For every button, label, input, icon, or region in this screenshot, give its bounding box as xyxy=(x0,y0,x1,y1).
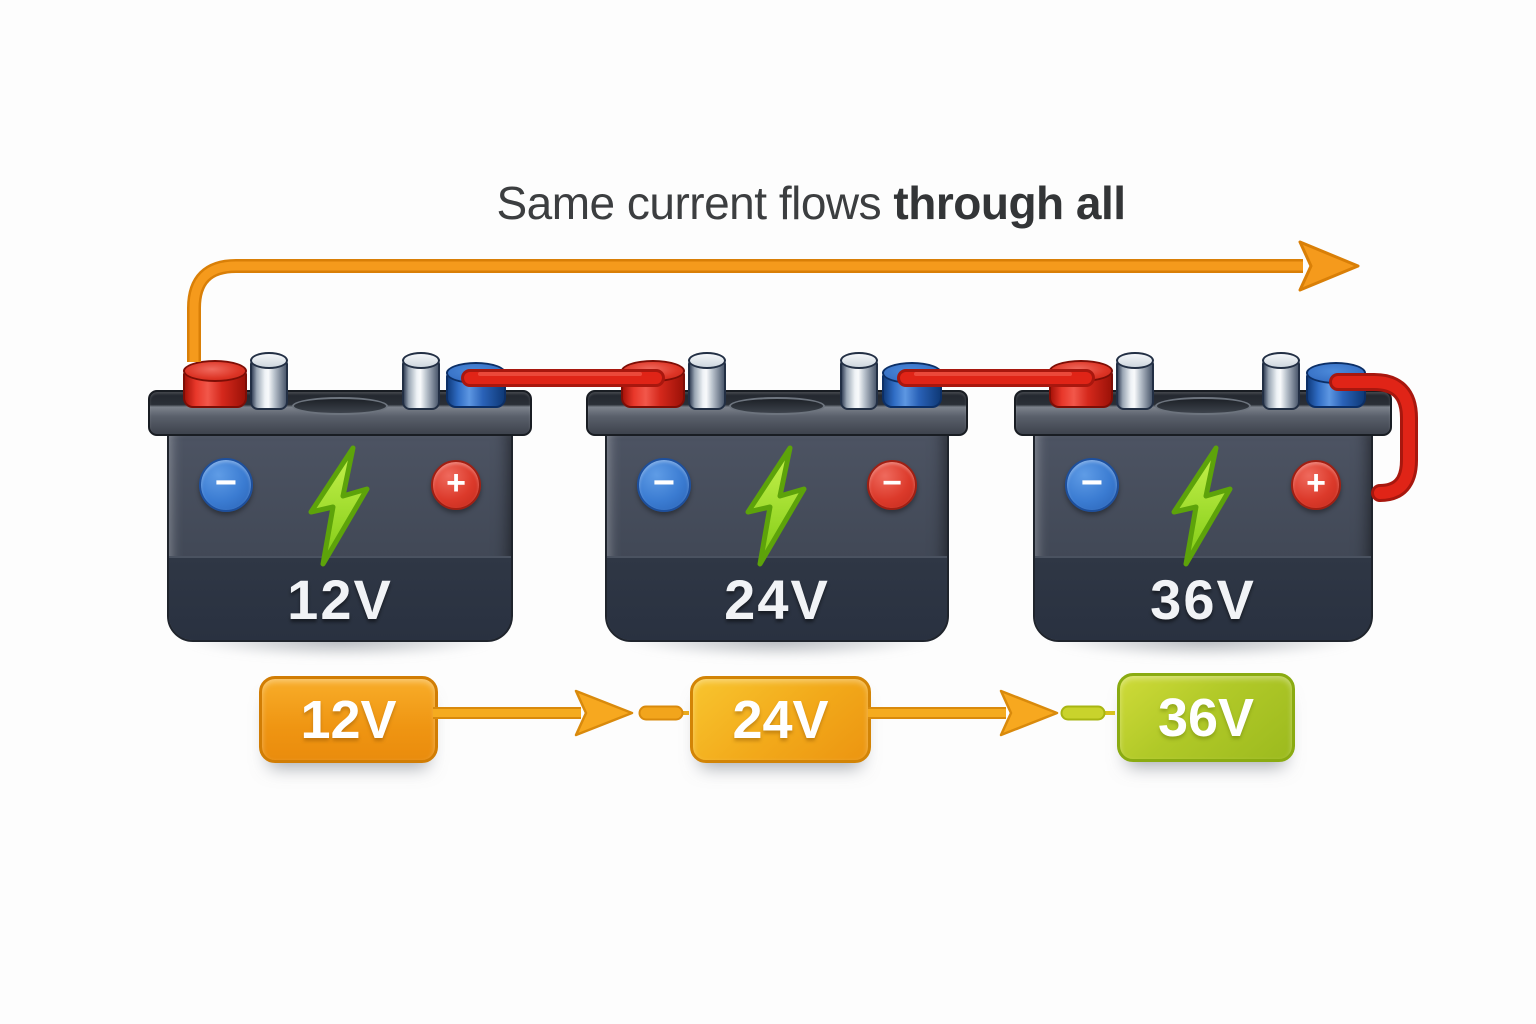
diagram-title: Same current flows through all xyxy=(311,176,1311,230)
voltage-band: 24V xyxy=(607,556,947,640)
battery-body: − + 36V xyxy=(1033,430,1373,642)
badge-arrowhead-1-icon xyxy=(574,689,634,737)
voltage-label: 12V xyxy=(287,567,393,631)
current-arrowhead-icon xyxy=(1298,240,1360,292)
badge-arrowhead-2-icon xyxy=(999,689,1059,737)
minus-sign-badge: − xyxy=(1065,458,1119,512)
title-regular: Same current flows xyxy=(496,177,894,229)
chrome-terminal-icon xyxy=(402,352,440,410)
vent-oval xyxy=(729,397,825,415)
battery-12v: − + 12V xyxy=(124,352,556,666)
battery-36v: − + 36V xyxy=(990,352,1416,666)
badge-arrow-1 xyxy=(433,689,689,737)
voltage-label: 36V xyxy=(1150,567,1256,631)
vent-oval xyxy=(1155,397,1251,415)
vent-oval xyxy=(292,397,388,415)
current-arrow-line xyxy=(189,261,1303,362)
blue-terminal-icon xyxy=(1306,362,1366,408)
current-arrow-outline xyxy=(187,259,1303,362)
plus-sign-badge: + xyxy=(1291,460,1341,510)
blue-terminal-icon xyxy=(882,362,942,408)
badge-arrow-2 xyxy=(868,689,1115,737)
blue-terminal-icon xyxy=(446,362,506,408)
voltage-badge-24v: 24V xyxy=(690,676,871,763)
chrome-terminal-icon xyxy=(688,352,726,410)
minus-sign-badge-red: − xyxy=(867,460,917,510)
minus-sign-badge: − xyxy=(199,458,253,512)
battery-24v: − − 24V xyxy=(562,352,992,666)
red-terminal-icon xyxy=(1049,360,1113,408)
lightning-bolt-icon xyxy=(1171,445,1233,567)
voltage-badge-label: 36V xyxy=(1157,687,1255,748)
chrome-terminal-icon xyxy=(840,352,878,410)
voltage-band: 36V xyxy=(1035,556,1371,640)
series-current-arrow xyxy=(187,240,1360,362)
title-bold: through all xyxy=(893,177,1126,229)
voltage-label: 24V xyxy=(724,567,830,631)
chrome-terminal-icon xyxy=(1116,352,1154,410)
lightning-bolt-icon xyxy=(745,445,807,567)
voltage-badge-label: 12V xyxy=(300,689,397,750)
red-terminal-icon xyxy=(621,360,685,408)
voltage-band: 12V xyxy=(169,556,511,640)
voltage-badge-12v: 12V xyxy=(259,676,438,763)
plus-sign-badge: + xyxy=(431,460,481,510)
minus-sign-badge: − xyxy=(637,458,691,512)
chrome-terminal-icon xyxy=(1262,352,1300,410)
voltage-badge-label: 24V xyxy=(732,689,829,750)
battery-body: − + 12V xyxy=(167,430,513,642)
red-terminal-icon xyxy=(183,360,247,408)
lightning-bolt-icon xyxy=(308,445,370,567)
voltage-badge-36v: 36V xyxy=(1117,673,1295,762)
chrome-terminal-icon xyxy=(250,352,288,410)
battery-body: − − 24V xyxy=(605,430,949,642)
